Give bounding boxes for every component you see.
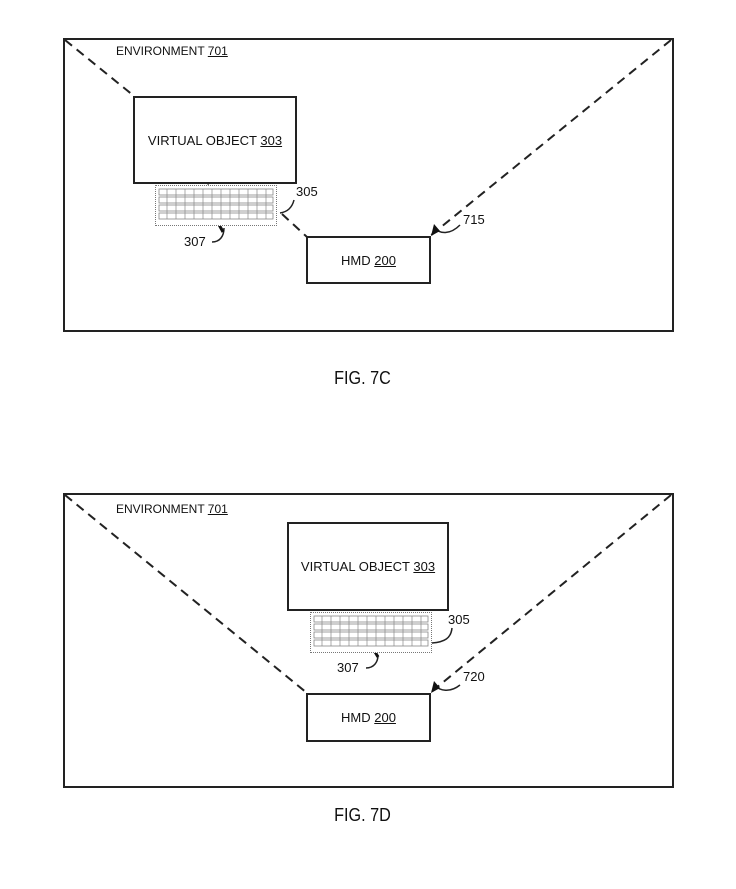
hmd-label-7c: HMD 200 [341,252,396,268]
pointer-ref-7c: 307 [184,234,206,249]
leader-307-7d [365,654,379,669]
arrowhead-715-7c [431,224,440,236]
fov-ref-7d: 720 [463,669,485,684]
environment-label-7c: ENVIRONMENT 701 [116,44,228,58]
fov-line-lower-left-7c [281,213,308,238]
figure-caption-7d: FIG. 7D [334,805,391,825]
keyboard-keys-7c [158,188,274,220]
environment-frame-7c [63,38,674,332]
fov-line-left-7d [64,494,308,694]
fov-line-right-7c [429,39,672,237]
keyboard-ref-7c: 305 [296,184,318,199]
virtual-keyboard-7d[interactable] [310,612,432,653]
figure-caption-7c: FIG. 7C [334,368,391,388]
environment-frame-7d [63,493,674,788]
virtual-object-label-7c: VIRTUAL OBJECT 303 [147,132,283,148]
virtual-object-box-7d: VIRTUAL OBJECT 303 [287,522,449,611]
arrowhead-720-7d [431,681,440,693]
hmd-box-7c: HMD 200 [306,236,431,284]
leader-307-7c [211,227,225,243]
leader-305-7c [279,199,295,214]
virtual-object-box-7c: VIRTUAL OBJECT 303 [133,96,297,184]
keyboard-ref-7d: 305 [448,612,470,627]
environment-label-7d: ENVIRONMENT 701 [116,502,228,516]
keyboard-keys-7d [313,615,429,647]
virtual-keyboard-7c[interactable] [155,185,277,226]
hmd-box-7d: HMD 200 [306,693,431,742]
leader-305-7d [431,627,453,644]
fov-line-right-7d [429,494,672,694]
virtual-object-label-7d: VIRTUAL OBJECT 303 [300,559,436,574]
fov-ref-7c: 715 [463,212,485,227]
pointer-ref-7d: 307 [337,660,359,675]
hmd-label-7d: HMD 200 [341,710,396,725]
